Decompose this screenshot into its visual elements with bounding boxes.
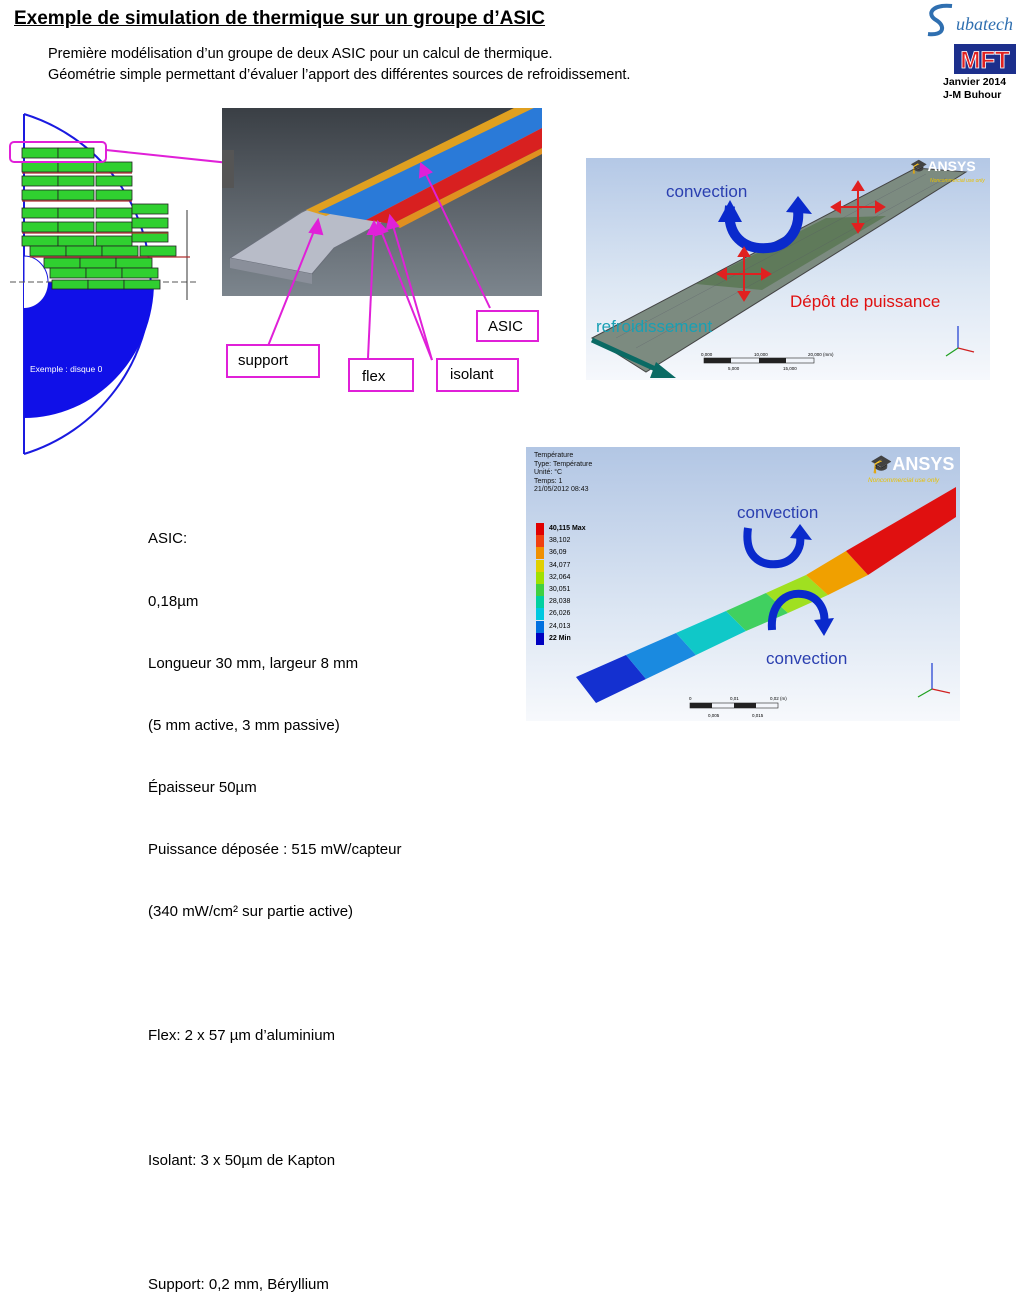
spec-line: ASIC: [148, 530, 188, 548]
spec-line [148, 964, 401, 985]
legend-swatch [536, 596, 544, 609]
legend-swatch [536, 523, 544, 535]
spec-line: Flex: 2 x 57 µm d’aluminium [148, 1027, 336, 1045]
legend-value: 36,09 [549, 549, 567, 557]
legend-level: 34,077 [536, 559, 571, 572]
convection-label-1: convection [666, 182, 748, 201]
legend-level: 28,038 [536, 596, 571, 609]
axis-triad-icon [945, 326, 975, 357]
legend-swatch [536, 547, 544, 560]
axis-triad-icon [917, 663, 951, 698]
sim2-arrows [743, 524, 834, 636]
legend-level: 30,051 [536, 584, 570, 596]
legend-swatch [536, 608, 544, 621]
ansys-temperature-view: 0 0,01 0,02 (m) 0,005 0,015 [526, 447, 960, 721]
legend-value: 40,115 Max [549, 525, 586, 532]
spec-line: Puissance déposée : 515 mW/capteur [148, 840, 402, 858]
scale1-5: 5,000 [728, 366, 740, 371]
flex-callout: flex [348, 358, 414, 392]
scale2-0005: 0,005 [708, 713, 720, 718]
subtitle-line-1: Première modélisation d’un groupe de deu… [48, 46, 553, 62]
legend-swatch [536, 584, 544, 596]
disk-label: Exemple : disque 0 [30, 364, 103, 374]
temperature-legend-header: Température Type: Température Unité: °C … [534, 452, 593, 494]
cad-callout-arrows [267, 162, 491, 361]
scale2-0015: 0,015 [752, 713, 764, 718]
ansys-logo-2: ANSYS [892, 454, 955, 474]
convection-label-top: convection [737, 503, 819, 522]
noncommercial-1: Noncommercial use only [930, 178, 985, 184]
legend-value: 26,026 [549, 610, 571, 618]
scale1-15: 15,000 [783, 366, 797, 371]
legend-value: 28,038 [549, 598, 571, 606]
power-deposit-label: Dépôt de puissance [790, 292, 941, 311]
legend-swatch [536, 620, 544, 633]
graduation-cap-icon: 🎓 [870, 454, 893, 474]
svg-text:ubatech: ubatech [956, 14, 1013, 34]
legend-level: 36,09 [536, 547, 567, 560]
scale1-20: 20,000 (mm) [808, 352, 834, 357]
scale2-001: 0,01 [730, 696, 739, 701]
spec-line: Épaisseur 50µm [148, 778, 257, 796]
disk-diagram: Exemple : disque 0 [9, 113, 196, 455]
date: Janvier 2014 [943, 76, 1007, 88]
legend-swatch [536, 632, 544, 645]
spec-line: (340 mW/cm² sur partie active) [148, 903, 354, 921]
spec-line: Support: 0,2 mm, Béryllium [148, 1275, 329, 1293]
subatech-logo: ubatech [927, 3, 1013, 37]
spec-line: (5 mm active, 3 mm passive) [148, 716, 340, 734]
scale2-0: 0 [689, 696, 692, 701]
legend-level: 24,013 [536, 620, 571, 633]
graduation-cap-icon: 🎓 [910, 158, 928, 174]
page-title: Exemple de simulation de thermique sur u… [14, 8, 546, 29]
scale1-0: 0,000 [701, 352, 713, 357]
legend-value: 32,064 [549, 573, 571, 581]
scale2-002: 0,02 (m) [770, 696, 787, 701]
legend-value: 22 Min [549, 634, 571, 642]
spec-line: 0,18µm [148, 592, 199, 610]
support-callout: support [226, 344, 320, 378]
legend-value: 34,077 [549, 561, 571, 569]
legend-value: 24,013 [549, 622, 571, 630]
svg-text:MFT: MFT [960, 47, 1010, 74]
legend-swatch [536, 571, 544, 584]
scale1-10: 10,000 [754, 352, 768, 357]
noncommercial-2: Noncommercial use only [868, 477, 940, 484]
legend-level: 22 Min [536, 632, 571, 645]
legend-value: 30,051 [549, 586, 571, 593]
legend-level: 40,115 Max [536, 523, 586, 535]
legend-swatch [536, 535, 544, 548]
author: J-M Buhour [943, 89, 1002, 101]
legend-value: 38,102 [549, 537, 571, 545]
legend-level: 26,026 [536, 608, 571, 621]
isolant-callout: isolant [436, 358, 519, 392]
mft-logo: MFT [954, 44, 1016, 74]
spec-line [148, 1213, 401, 1234]
legend-swatch [536, 559, 544, 572]
spec-line: Longueur 30 mm, largeur 8 mm [148, 654, 359, 672]
spec-line: Isolant: 3 x 50µm de Kapton [148, 1151, 336, 1169]
asic-callout: ASIC [476, 310, 539, 342]
ansys-logo-1: ANSYS [927, 158, 976, 174]
ansys-mesh-view: 0,000 10,000 20,000 (mm) 5,000 15,000 [586, 158, 990, 380]
cooling-label: refroidissement [596, 317, 713, 336]
cad-model-view [222, 97, 543, 296]
legend-level: 32,064 [536, 571, 571, 584]
subtitle-line-2: Géométrie simple permettant d’évaluer l’… [48, 67, 631, 83]
legend-level: 38,102 [536, 535, 571, 548]
sim1-arrows [590, 180, 886, 378]
convection-label-bottom: convection [766, 649, 848, 668]
spec-line [148, 1088, 401, 1109]
